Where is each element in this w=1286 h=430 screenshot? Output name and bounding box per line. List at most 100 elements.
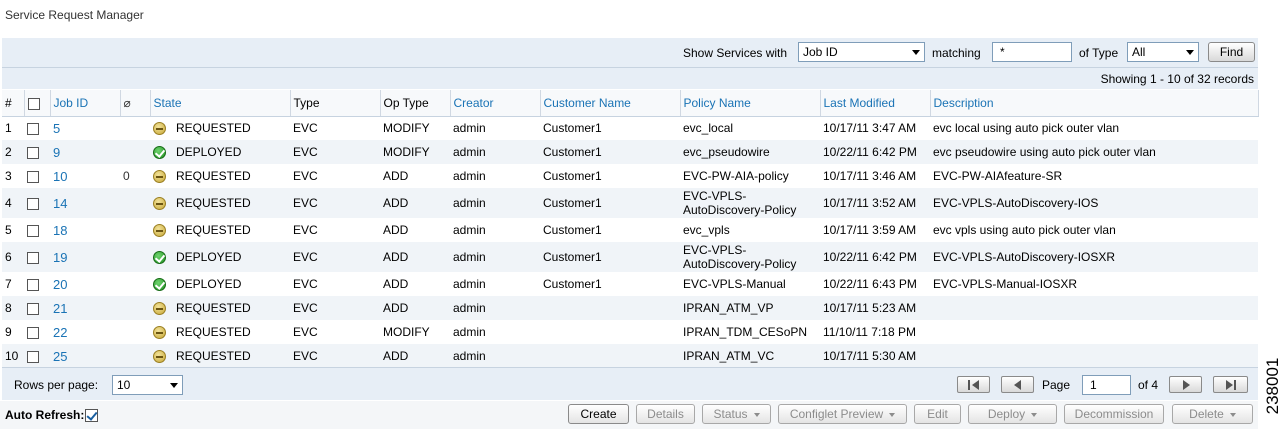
col-last-modified[interactable]: Last Modified (820, 90, 931, 117)
row-checkbox[interactable] (27, 197, 39, 210)
col-policy-name[interactable]: Policy Name (680, 90, 821, 117)
row-select[interactable] (24, 344, 50, 368)
row-num: 1 (5, 121, 12, 136)
job-id-link[interactable]: 25 (53, 348, 68, 364)
row-select[interactable] (24, 218, 50, 242)
row-description: evc pseudowire using auto pick outer vla… (930, 140, 1258, 164)
page-input[interactable]: 1 (1082, 375, 1131, 395)
row-customer: Customer1 (540, 140, 680, 164)
auto-refresh-checkbox[interactable] (85, 409, 98, 422)
decommission-button[interactable]: Decommission (1064, 404, 1164, 424)
page-label: Page (1042, 378, 1071, 392)
details-button[interactable]: Details (636, 404, 695, 424)
row-job-id[interactable]: 21 (50, 296, 120, 320)
job-id-link[interactable]: 5 (53, 120, 61, 136)
deploy-button[interactable]: Deploy (968, 404, 1057, 424)
pending-circle-icon (153, 170, 166, 184)
job-id-link[interactable]: 22 (53, 324, 68, 340)
row-job-id[interactable]: 22 (50, 320, 120, 344)
job-id-link[interactable]: 14 (53, 195, 68, 211)
job-id-link[interactable]: 18 (53, 222, 68, 238)
delete-button[interactable]: Delete (1172, 404, 1253, 424)
job-id-link[interactable]: 19 (53, 249, 68, 265)
row-select[interactable] (24, 320, 50, 344)
row-checkbox[interactable] (27, 224, 39, 237)
type-select[interactable]: All (1127, 42, 1199, 62)
job-id-link[interactable]: 10 (53, 168, 68, 184)
row-job-id[interactable]: 19 (50, 242, 120, 272)
first-page-button[interactable] (957, 376, 990, 393)
last-page-button[interactable] (1213, 376, 1248, 393)
row-policy: evc_pseudowire (680, 140, 820, 164)
find-button[interactable]: Find (1208, 42, 1255, 62)
row-job-id[interactable]: 18 (50, 218, 120, 242)
row-checkbox[interactable] (27, 302, 39, 315)
row-customer: Customer1 (540, 188, 680, 218)
row-checkbox[interactable] (27, 251, 39, 264)
col-description[interactable]: Description (930, 90, 1259, 117)
col-job-id[interactable]: Job ID (50, 90, 121, 117)
match-input[interactable]: * (992, 42, 1072, 62)
job-id-link[interactable]: 20 (53, 276, 68, 292)
row-checkbox[interactable] (27, 146, 39, 159)
row-modified: 10/17/11 5:23 AM (820, 296, 930, 320)
configlet-preview-button[interactable]: Configlet Preview (778, 404, 907, 424)
row-job-id[interactable]: 10 (50, 164, 120, 188)
row-checkbox[interactable] (27, 278, 39, 291)
type-select-value: All (1132, 45, 1146, 59)
row-op-type: ADD (380, 188, 450, 218)
chevron-down-icon (1229, 412, 1236, 417)
row-job-id[interactable]: 25 (50, 344, 120, 368)
select-all-checkbox[interactable] (27, 97, 40, 110)
prev-page-button[interactable] (1001, 376, 1034, 393)
row-job-id[interactable]: 9 (50, 140, 120, 164)
next-page-button[interactable] (1169, 376, 1202, 393)
row-select[interactable] (24, 272, 50, 296)
row-description (930, 320, 1258, 344)
col-state[interactable]: State (150, 90, 291, 117)
col-creator[interactable]: Creator (450, 90, 541, 117)
row-checkbox[interactable] (27, 326, 39, 339)
col-op-type: Op Type (380, 90, 451, 117)
row-select[interactable] (24, 164, 50, 188)
row-job-id[interactable]: 14 (50, 188, 120, 218)
row-select[interactable] (24, 116, 50, 140)
row-select[interactable] (24, 296, 50, 320)
row-modified: 10/22/11 6:42 PM (820, 140, 930, 164)
status-button[interactable]: Status (702, 404, 771, 424)
create-button[interactable]: Create (568, 404, 629, 424)
row-select[interactable] (24, 242, 50, 272)
filter-bar: Show Services with Job ID matching * of … (2, 38, 1258, 67)
col-customer-name[interactable]: Customer Name (540, 90, 681, 117)
row-select[interactable] (24, 188, 50, 218)
row-description: EVC-VPLS-Manual-IOSXR (933, 277, 1078, 291)
rows-per-page-select[interactable]: 10 (112, 375, 183, 395)
row-checkbox[interactable] (27, 350, 39, 363)
row-attachment (120, 140, 150, 164)
row-creator: admin (453, 169, 486, 183)
row-checkbox[interactable] (27, 123, 39, 136)
row-job-id[interactable]: 20 (50, 272, 120, 296)
row-attachment (120, 188, 150, 218)
job-id-link[interactable]: 21 (53, 300, 68, 316)
row-checkbox[interactable] (27, 170, 39, 183)
row-select[interactable] (24, 140, 50, 164)
filter-field-select[interactable]: Job ID (798, 42, 925, 62)
show-services-label: Show Services with (683, 46, 788, 60)
row-state: REQUESTED (150, 188, 290, 218)
job-id-link[interactable]: 9 (53, 144, 61, 160)
edit-button[interactable]: Edit (914, 404, 961, 424)
row-job-id[interactable]: 5 (50, 116, 120, 140)
row-op-type: ADD (383, 223, 409, 237)
col-select-all[interactable] (24, 90, 51, 117)
